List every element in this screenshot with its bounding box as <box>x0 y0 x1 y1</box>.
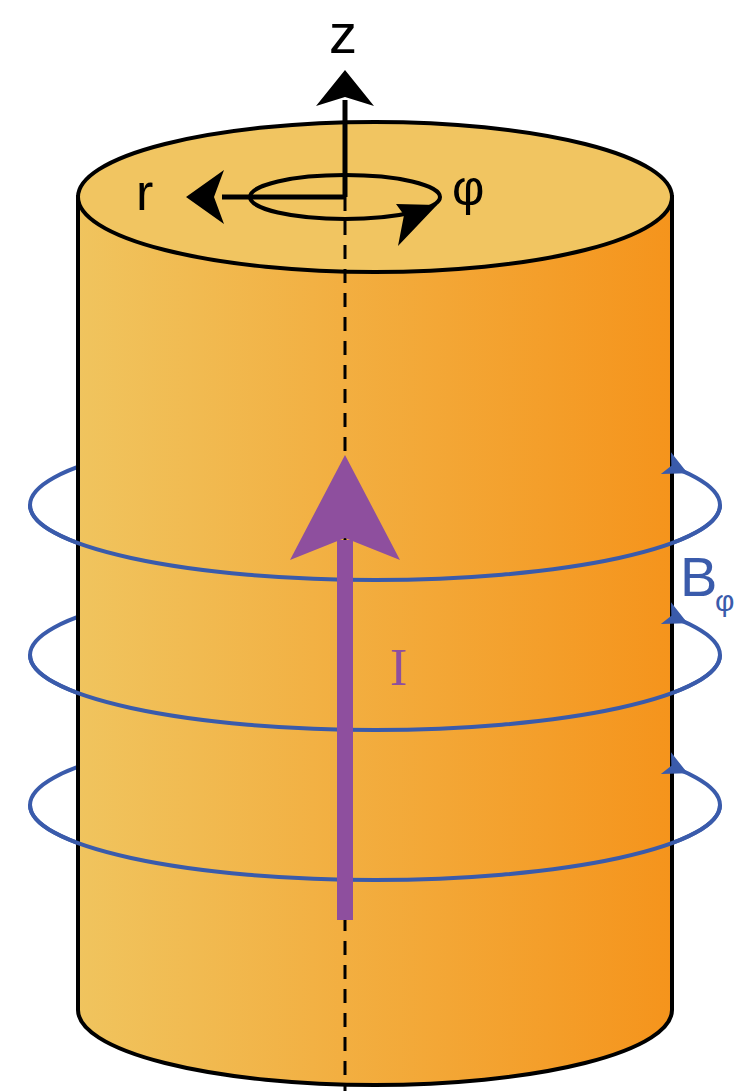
field-subscript: φ <box>715 586 734 616</box>
axis-label: φ <box>452 163 484 213</box>
phi-arrowhead <box>396 204 437 246</box>
field-loop-front <box>30 805 720 880</box>
axis-label: z <box>329 6 357 62</box>
cylinder-top <box>78 122 672 272</box>
axis-label: r <box>136 166 153 218</box>
current-label: I <box>390 642 407 694</box>
field-arrowhead <box>661 602 688 624</box>
z-axis <box>343 100 348 197</box>
current-arrow <box>337 540 353 920</box>
r-arrowhead <box>186 170 224 224</box>
cylinder-body <box>78 197 672 1085</box>
field-loop-front <box>30 655 720 730</box>
z-arrowhead <box>316 70 374 106</box>
field-loops-front <box>30 452 720 880</box>
field-arrowhead <box>661 452 688 474</box>
field-arrowhead <box>661 752 688 774</box>
r-axis <box>222 195 345 200</box>
field-label: B <box>680 549 717 605</box>
current-arrowhead <box>290 455 400 560</box>
